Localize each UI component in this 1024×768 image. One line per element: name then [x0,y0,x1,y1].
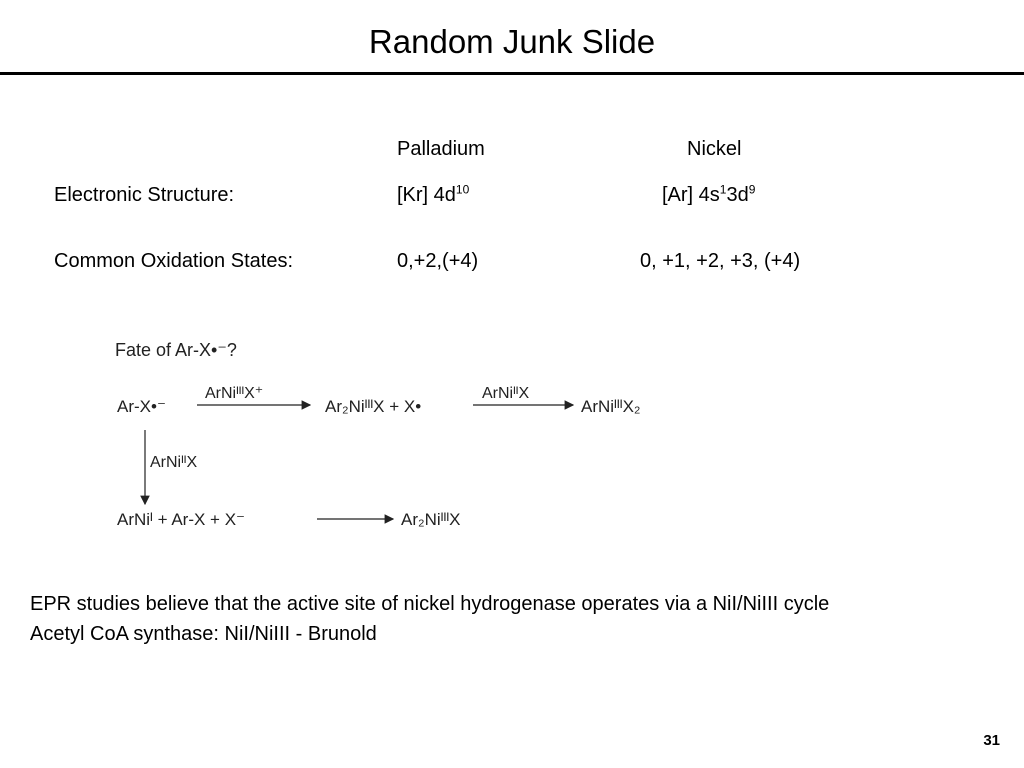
page-number: 31 [983,732,1000,749]
title-divider [0,72,1024,75]
scheme-reagent-3: ArNiᴵᴵX [150,454,197,471]
scheme-bottom-reactants: ArNiᴵ + Ar-X + X⁻ [117,510,245,529]
row-label-oxidation-states: Common Oxidation States: [54,250,293,272]
slide-title: Random Junk Slide [368,23,656,60]
scheme-bottom-product: Ar₂NiᴵᴵᴵX [401,510,461,529]
scheme-reagent-1: ArNiᴵᴵᴵX⁺ [205,385,263,402]
body-text-epr: EPR studies believe that the active site… [30,593,830,615]
palladium-electronic-structure: [Kr] 4d10 [397,182,470,206]
scheme-reagent-2: ArNiᴵᴵX [482,385,529,402]
row-label-electronic-structure: Electronic Structure: [54,184,235,206]
nickel-electronic-structure: [Ar] 4s13d9 [662,182,756,206]
body-text-acetyl-coa: Acetyl CoA synthase: NiI/NiIII - Brunold [30,623,377,645]
header-palladium: Palladium [397,138,485,160]
nickel-oxidation-states: 0, +1, +2, +3, (+4) [640,250,801,272]
scheme-start: Ar-X•⁻ [117,397,166,416]
scheme-title: Fate of Ar-X•⁻? [115,340,237,360]
scheme-product-2: ArNiᴵᴵᴵX₂ [581,397,641,416]
palladium-oxidation-states: 0,+2,(+4) [397,250,479,272]
header-nickel: Nickel [687,138,742,160]
scheme-product-1: Ar₂NiᴵᴵᴵX + X• [325,397,421,416]
reaction-scheme: Fate of Ar-X•⁻? Ar-X•⁻ ArNiᴵᴵᴵX⁺ Ar₂Niᴵᴵ… [115,340,641,529]
